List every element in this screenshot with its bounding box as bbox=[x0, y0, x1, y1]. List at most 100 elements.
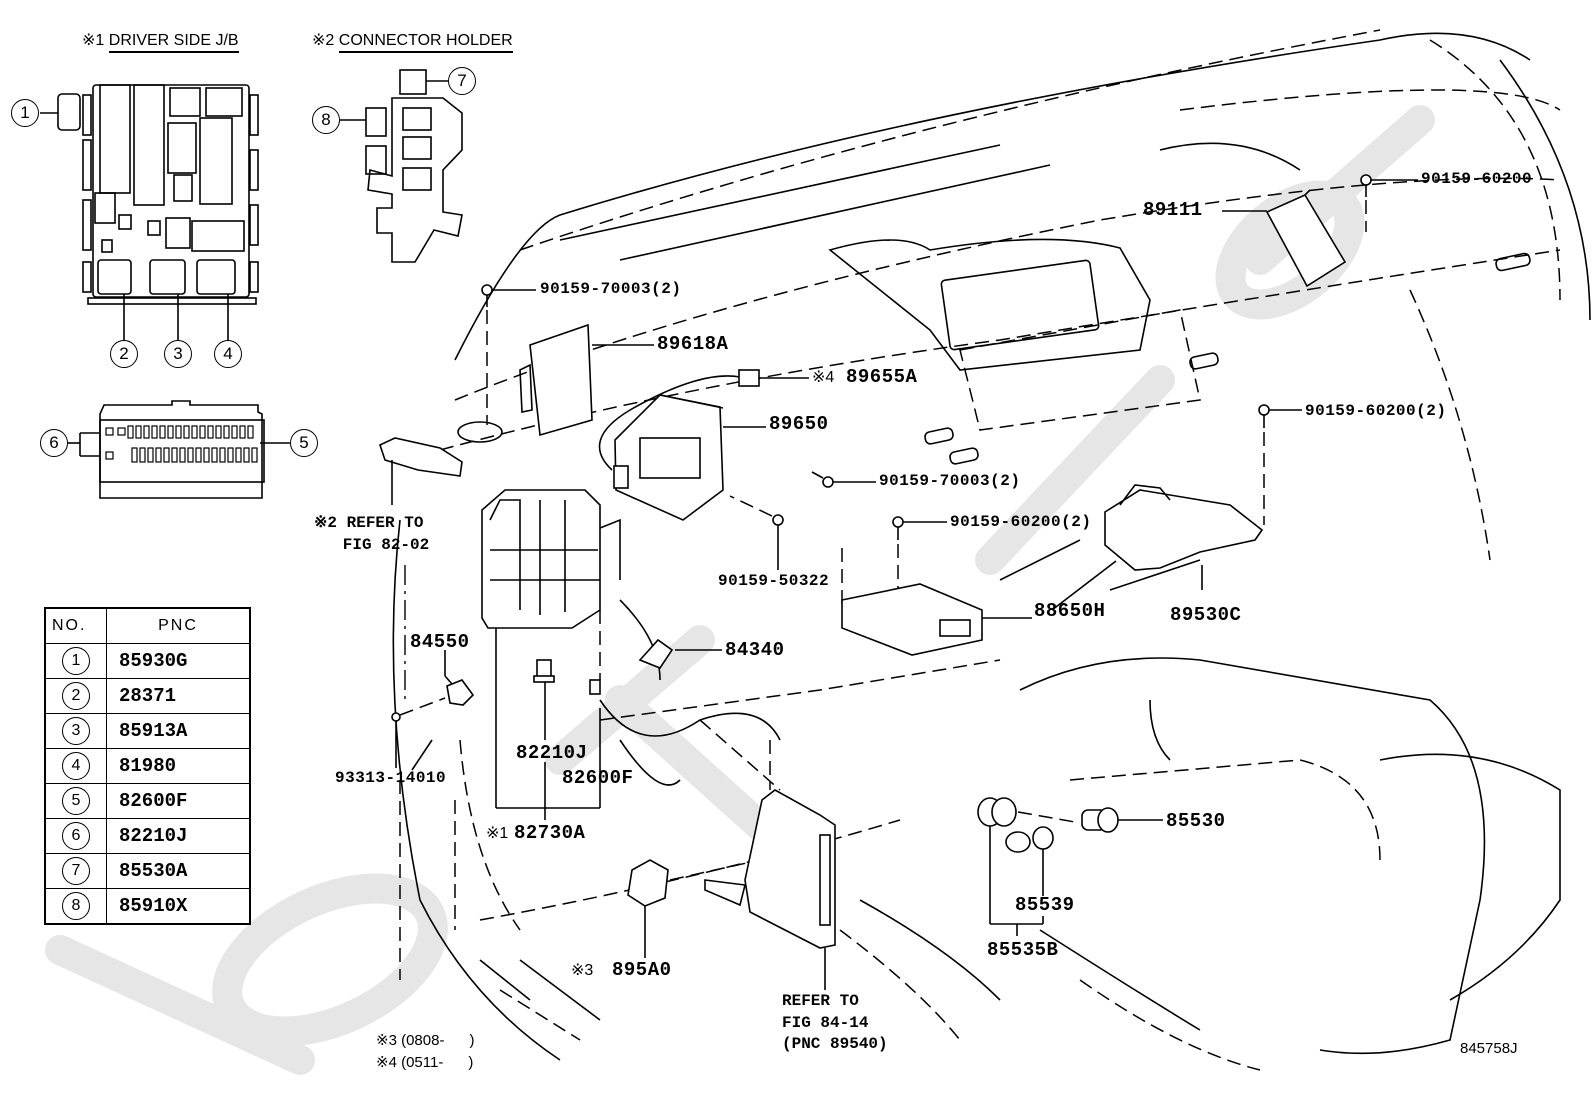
callout-3[interactable]: 3 bbox=[164, 340, 192, 368]
connector-pin bbox=[147, 447, 154, 463]
header-no: NO. bbox=[44, 607, 107, 644]
callout-1[interactable]: 1 bbox=[11, 99, 39, 127]
row-pnc[interactable]: 85930G bbox=[106, 643, 251, 679]
connector-pin bbox=[203, 447, 210, 463]
parts bbox=[379, 174, 1418, 990]
part-label-90159-70003-a[interactable]: 90159-70003(2) bbox=[540, 280, 682, 298]
table-row[interactable]: 6 82210J bbox=[44, 818, 251, 854]
part-label-84550[interactable]: 84550 bbox=[410, 631, 470, 653]
part-label-85535B[interactable]: 85535B bbox=[987, 939, 1059, 961]
driver-side-jb-drawing bbox=[40, 84, 259, 342]
part-label-89111[interactable]: 89111 bbox=[1143, 199, 1203, 221]
part-label-84340[interactable]: 84340 bbox=[725, 639, 785, 661]
row-pnc[interactable]: 82210J bbox=[106, 818, 251, 854]
table-row[interactable]: 2 28371 bbox=[44, 678, 251, 714]
note-mark: ※1 bbox=[82, 32, 105, 49]
inset-title: CONNECTOR HOLDER bbox=[338, 32, 513, 53]
callout-4[interactable]: 4 bbox=[214, 340, 242, 368]
connector-pin bbox=[191, 425, 198, 439]
part-label-90159-70003-b[interactable]: 90159-70003(2) bbox=[879, 472, 1021, 490]
pnc-table-header: NO. PNC bbox=[44, 607, 251, 644]
note-mark-3: ※3 bbox=[571, 962, 594, 979]
row-number: 6 bbox=[62, 822, 90, 850]
row-number: 4 bbox=[62, 752, 90, 780]
table-row[interactable]: 3 85913A bbox=[44, 713, 251, 749]
connector-pin bbox=[163, 447, 170, 463]
row-number: 7 bbox=[62, 857, 90, 885]
part-label-90159-50322[interactable]: 90159-50322 bbox=[718, 572, 830, 590]
connector-pin bbox=[239, 425, 246, 439]
connector-pin bbox=[187, 447, 194, 463]
connector-pin bbox=[135, 425, 142, 439]
callout-5[interactable]: 5 bbox=[290, 429, 318, 457]
row-pnc[interactable]: 85910X bbox=[106, 888, 251, 925]
callout-7[interactable]: 7 bbox=[448, 67, 476, 95]
row-number: 8 bbox=[62, 892, 90, 920]
callout-8[interactable]: 8 bbox=[312, 106, 340, 134]
connector-pin bbox=[231, 425, 238, 439]
part-label-90159-60200-right[interactable]: 90159-60200(2) bbox=[1305, 402, 1447, 420]
part-label-89655A[interactable]: 89655A bbox=[846, 366, 918, 388]
connector-pin bbox=[183, 425, 190, 439]
connector-pin bbox=[227, 447, 234, 463]
inset-header-connector-holder: ※2 CONNECTOR HOLDER bbox=[312, 32, 513, 53]
row-number: 5 bbox=[62, 787, 90, 815]
part-label-93313-14010[interactable]: 93313-14010 bbox=[335, 769, 447, 787]
header-pnc: PNC bbox=[106, 607, 251, 644]
row-number: 2 bbox=[62, 682, 90, 710]
connector-pin bbox=[131, 447, 138, 463]
part-label-90159-60200-top[interactable]: 90159-60200 bbox=[1421, 170, 1533, 188]
table-row[interactable]: 5 82600F bbox=[44, 783, 251, 819]
table-row[interactable]: 4 81980 bbox=[44, 748, 251, 784]
connector-pin bbox=[195, 447, 202, 463]
refer-note-fig-84-14[interactable]: REFER TO FIG 84-14 (PNC 89540) bbox=[782, 992, 888, 1054]
part-label-82210J[interactable]: 82210J bbox=[516, 742, 588, 764]
connector-pin bbox=[215, 425, 222, 439]
part-label-89618A[interactable]: 89618A bbox=[657, 333, 729, 355]
part-label-88650H[interactable]: 88650H bbox=[1034, 600, 1106, 622]
part-label-895A0[interactable]: 895A0 bbox=[612, 959, 672, 981]
part-label-85539[interactable]: 85539 bbox=[1015, 894, 1075, 916]
connector-pin bbox=[235, 447, 242, 463]
callout-6[interactable]: 6 bbox=[40, 429, 68, 457]
connector-pin bbox=[179, 447, 186, 463]
note-mark: ※2 bbox=[312, 32, 335, 49]
row-pnc[interactable]: 81980 bbox=[106, 748, 251, 784]
connector-pin bbox=[139, 447, 146, 463]
table-row[interactable]: 8 85910X bbox=[44, 888, 251, 925]
row-pnc[interactable]: 28371 bbox=[106, 678, 251, 714]
part-label-85530[interactable]: 85530 bbox=[1166, 810, 1226, 832]
row-pnc[interactable]: 85530A bbox=[106, 853, 251, 889]
figure-code: 845758J bbox=[1460, 1040, 1518, 1057]
footnote-4: ※4 (0511- ) bbox=[376, 1054, 474, 1071]
row-pnc[interactable]: 82600F bbox=[106, 783, 251, 819]
connector-pin bbox=[159, 425, 166, 439]
row-pnc[interactable]: 85913A bbox=[106, 713, 251, 749]
inset-title: DRIVER SIDE J/B bbox=[108, 32, 239, 53]
part-label-82600F[interactable]: 82600F bbox=[562, 767, 634, 789]
connector-pin bbox=[207, 425, 214, 439]
connector-pin bbox=[143, 425, 150, 439]
part-label-90159-60200-mid[interactable]: 90159-60200(2) bbox=[950, 513, 1092, 531]
connector-pin bbox=[127, 425, 134, 439]
connector-pin bbox=[171, 447, 178, 463]
connector-pin bbox=[155, 447, 162, 463]
table-row[interactable]: 7 85530A bbox=[44, 853, 251, 889]
connector-holder-drawing bbox=[340, 69, 463, 263]
connector-pin bbox=[247, 425, 254, 439]
note-mark-1: ※1 bbox=[486, 825, 509, 842]
dashboard-outline bbox=[392, 29, 1591, 1071]
row-number: 3 bbox=[62, 717, 90, 745]
connector-pin bbox=[251, 447, 258, 463]
callout-2[interactable]: 2 bbox=[110, 340, 138, 368]
part-label-89650[interactable]: 89650 bbox=[769, 413, 829, 435]
part-label-89530C[interactable]: 89530C bbox=[1170, 604, 1242, 626]
connector-pin bbox=[219, 447, 226, 463]
watermark bbox=[45, 105, 1435, 1075]
refer-note-fig-82-02[interactable]: ※2 REFER TO FIG 82-02 bbox=[314, 514, 430, 554]
connector-pin bbox=[223, 425, 230, 439]
part-label-82730A[interactable]: 82730A bbox=[514, 822, 586, 844]
